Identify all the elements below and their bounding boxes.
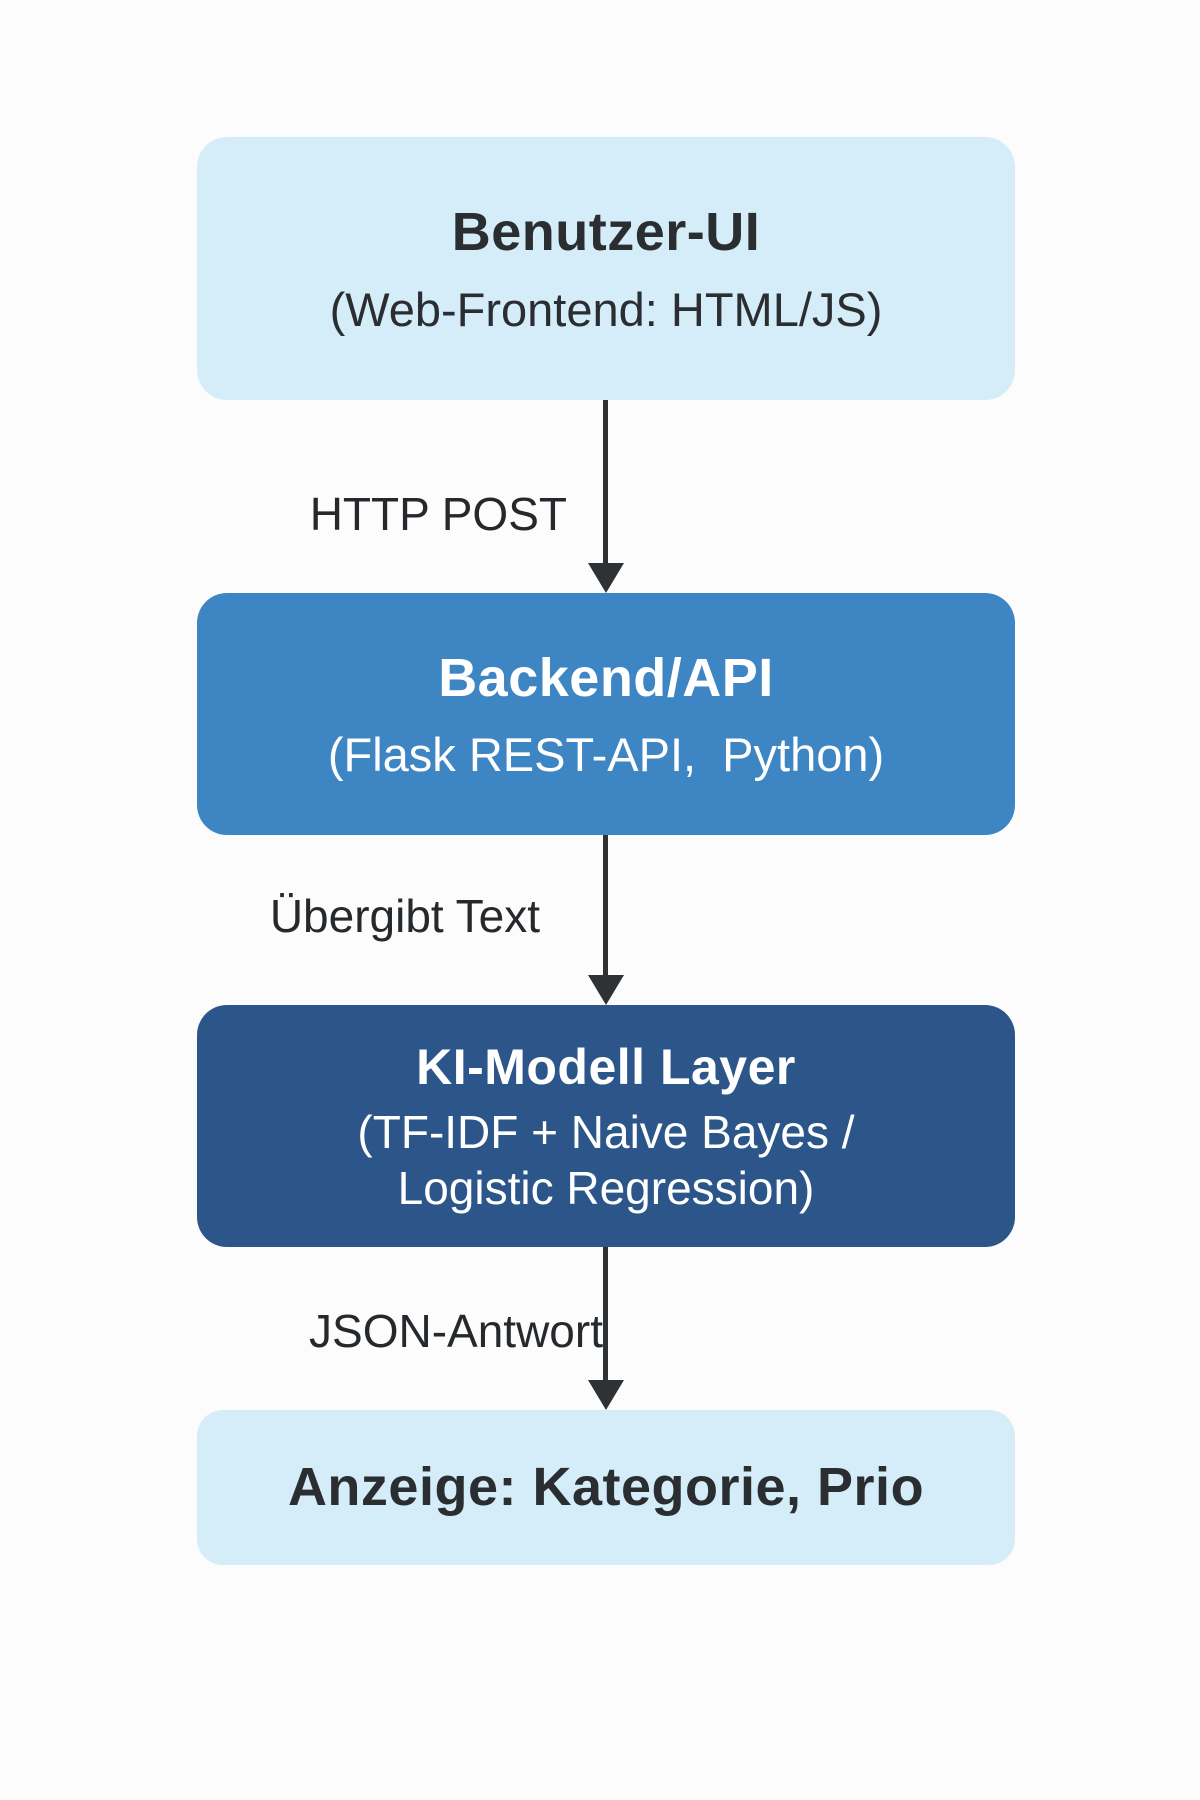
arrow-head-icon (588, 563, 624, 593)
node-backend-api-title: Backend/API (438, 647, 774, 708)
node-ki-modell-layer-title: KI-Modell Layer (416, 1038, 796, 1095)
node-ki-modell-layer-subtitle: (TF-IDF + Naive Bayes / Logistic Regress… (357, 1106, 855, 1215)
edge-label-json-antwort: JSON-Antwort (309, 1305, 603, 1357)
node-backend-api: Backend/API (Flask REST-API, Python) (197, 593, 1015, 835)
node-anzeige-result-title: Anzeige: Kategorie, Prio (287, 1456, 925, 1517)
node-benutzer-ui: Benutzer-UI (Web-Frontend: HTML/JS) (197, 137, 1015, 400)
arrow-head-icon (588, 1380, 624, 1410)
node-benutzer-ui-subtitle: (Web-Frontend: HTML/JS) (329, 282, 883, 336)
edge-label-uebergibt-text: Übergibt Text (269, 890, 540, 942)
node-ki-modell-layer: KI-Modell Layer (TF-IDF + Naive Bayes / … (197, 1005, 1015, 1247)
arrow-line-uebergibt-text (603, 835, 608, 978)
arrow-line-http-post (603, 400, 608, 566)
arrow-head-icon (588, 975, 624, 1005)
arrow-line-json-antwort (603, 1247, 608, 1383)
edge-label-http-post: HTTP POST (309, 488, 567, 540)
node-anzeige-result: Anzeige: Kategorie, Prio (197, 1410, 1015, 1565)
node-benutzer-ui-title: Benutzer-UI (451, 202, 761, 263)
node-backend-api-subtitle: (Flask REST-API, Python) (327, 728, 885, 782)
